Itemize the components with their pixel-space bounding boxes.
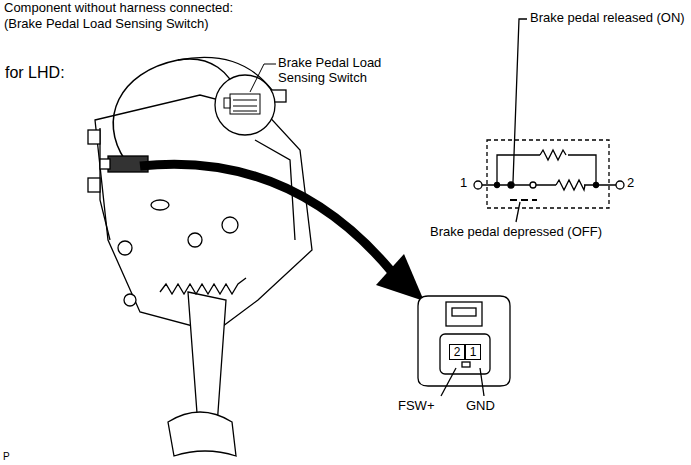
switch-body	[230, 94, 260, 114]
resistor-symbol	[556, 180, 585, 190]
connector-housing	[418, 296, 510, 386]
state-label: Brake pedal depressed (OFF)	[430, 225, 602, 240]
leader-line	[480, 368, 484, 396]
switch-plunger	[224, 98, 230, 108]
arrow-shaft	[140, 164, 392, 272]
pivot	[222, 217, 238, 233]
connector-latch	[446, 302, 482, 326]
bracket-edge	[100, 128, 110, 240]
bracket-tab	[88, 178, 100, 192]
pin-cavity-box: 2	[449, 344, 465, 360]
inset-circle	[215, 75, 275, 135]
big-arrow	[140, 164, 424, 301]
bolt	[124, 294, 136, 306]
connector-plug	[100, 159, 110, 169]
pin-number: 1	[470, 346, 477, 358]
connector-face	[418, 296, 510, 396]
signal-name: FSW+	[398, 399, 434, 414]
variant-label: for LHD:	[5, 64, 65, 82]
pin-cavity	[440, 334, 490, 374]
switch-contact	[530, 182, 536, 188]
return-spring	[160, 278, 246, 294]
connector-latch	[452, 308, 476, 316]
junction-dot	[495, 183, 500, 188]
pedal-pad	[168, 412, 236, 456]
bracket-tab	[88, 130, 100, 144]
bolt	[188, 233, 202, 247]
switch-detail	[233, 100, 257, 111]
figure-code: P	[3, 451, 10, 463]
wire	[497, 155, 596, 185]
terminal-number: 2	[627, 176, 634, 191]
switch-inset	[215, 64, 276, 135]
pin-number: 2	[454, 346, 461, 358]
leader-line	[441, 368, 456, 396]
heading-text: Component without harness connected:	[4, 1, 233, 16]
dashed-state	[510, 199, 537, 201]
leader-line	[250, 64, 276, 92]
leader-line	[516, 202, 520, 222]
state-label: Brake pedal released (ON)	[530, 11, 685, 26]
signal-name: GND	[466, 399, 495, 414]
brake-pedal	[88, 90, 312, 456]
bracket-hole	[151, 200, 169, 210]
key	[462, 362, 470, 367]
resistor-symbol	[540, 150, 566, 160]
leader-line	[513, 19, 527, 182]
arrow-head	[376, 254, 424, 301]
bolt	[118, 241, 132, 255]
pin-cavity-box: 1	[465, 344, 481, 360]
junction-dot	[594, 183, 599, 188]
terminal	[474, 181, 482, 189]
switch-contact	[508, 182, 514, 188]
terminal	[616, 181, 624, 189]
heading-text: (Brake Pedal Load Sensing Switch)	[4, 17, 209, 32]
dashed-box	[487, 140, 609, 208]
terminal-number: 1	[460, 176, 467, 191]
switch-schematic	[474, 19, 624, 222]
part-name: Brake Pedal Load Sensing Switch	[278, 56, 398, 86]
